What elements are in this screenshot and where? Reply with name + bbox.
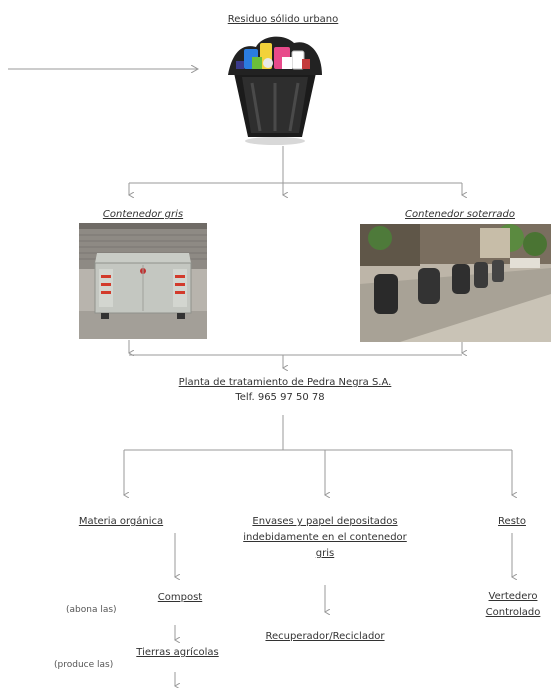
underground-container-label: Contenedor soterrado [405,209,515,220]
soil-label: Tierras agrícolas [136,647,219,658]
underground-container-photo [360,224,551,342]
waste-label: Residuo sólido urbano [227,14,339,25]
grey-container-photo [79,223,207,339]
compost-note: (abona las) [66,605,117,615]
packaging-line2: indebidamente en el contenedor [243,532,407,543]
soil-note: (produce las) [54,660,114,670]
plant-label: Planta de tratamiento de Pedra Negra S.A… [178,377,392,388]
landfill-line1: Vertedero [488,591,538,602]
rest-label: Resto [498,516,526,527]
recycler-label: Recuperador/Reciclador [265,631,385,642]
landfill-line2: Controlado [485,607,541,618]
plant-phone: Telf. 965 97 50 78 [235,392,325,403]
organic-label: Materia orgánica [78,516,164,527]
packaging-line3: gris [315,548,335,559]
grey-container-label: Contenedor gris [102,209,184,220]
waste-bin-image [222,33,328,145]
compost-label: Compost [157,592,203,603]
packaging-line1: Envases y papel depositados [252,516,398,527]
